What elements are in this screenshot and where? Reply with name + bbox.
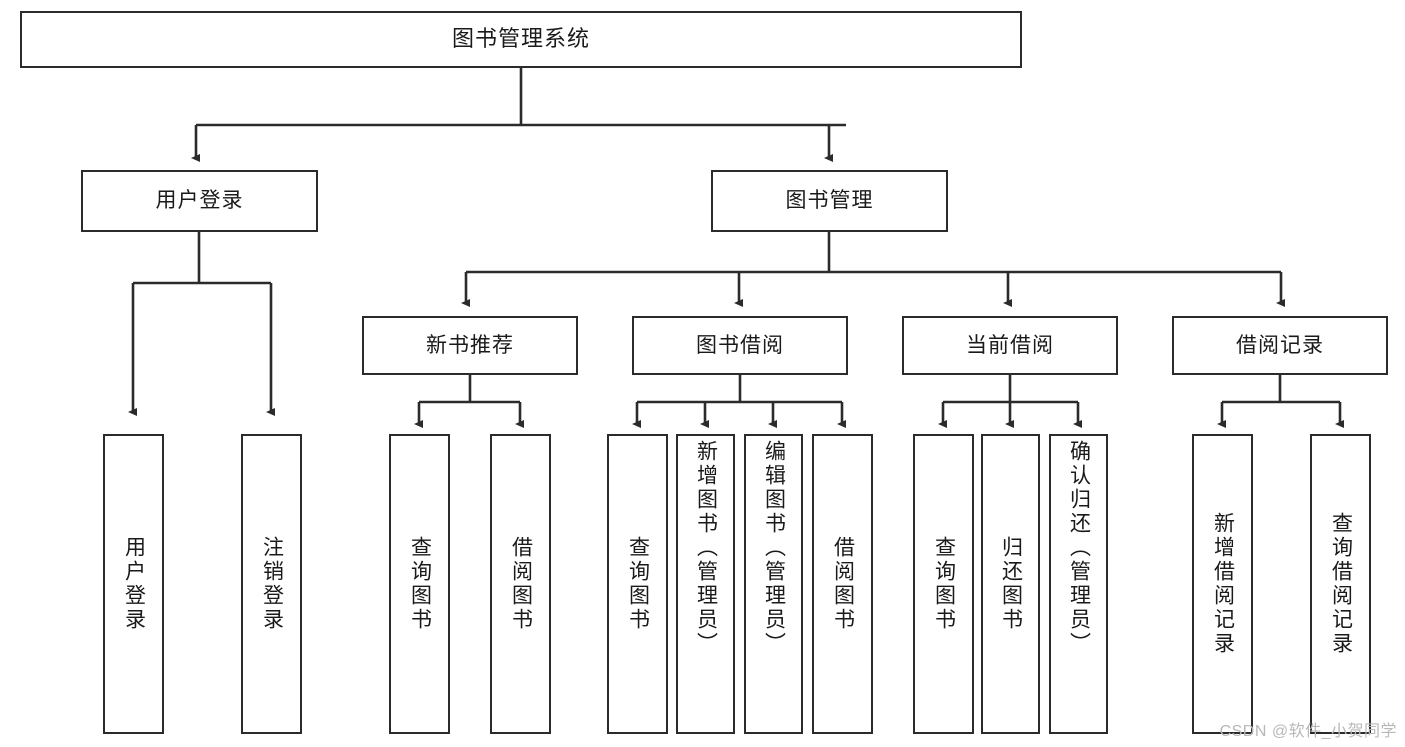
leaf-label: 借阅图书 bbox=[831, 536, 855, 632]
leaf-label: 编辑图书（管理员） bbox=[762, 440, 786, 656]
leaf-label: 查询图书 bbox=[626, 536, 650, 632]
leaf-label: 确认归还（管理员） bbox=[1067, 440, 1091, 656]
leaf-book-borrow-add[interactable]: 新增图书（管理员） bbox=[676, 434, 735, 734]
node-user-login[interactable]: 用户登录 bbox=[81, 170, 318, 232]
leaf-user-login-logout[interactable]: 注销登录 bbox=[241, 434, 302, 734]
leaf-user-login-login[interactable]: 用户登录 bbox=[103, 434, 164, 734]
leaf-current-borrow-query[interactable]: 查询图书 bbox=[913, 434, 974, 734]
leaf-current-borrow-confirm-return[interactable]: 确认归还（管理员） bbox=[1049, 434, 1108, 734]
leaf-book-borrow-query[interactable]: 查询图书 bbox=[607, 434, 668, 734]
leaf-new-book-borrow[interactable]: 借阅图书 bbox=[490, 434, 551, 734]
node-current-borrow[interactable]: 当前借阅 bbox=[902, 316, 1118, 375]
leaf-label: 查询图书 bbox=[408, 536, 432, 632]
leaf-borrow-records-add[interactable]: 新增借阅记录 bbox=[1192, 434, 1253, 734]
node-borrow-records[interactable]: 借阅记录 bbox=[1172, 316, 1388, 375]
leaf-borrow-records-query[interactable]: 查询借阅记录 bbox=[1310, 434, 1371, 734]
leaf-label: 借阅图书 bbox=[509, 536, 533, 632]
leaf-label: 注销登录 bbox=[260, 536, 284, 632]
leaf-book-borrow-borrow[interactable]: 借阅图书 bbox=[812, 434, 873, 734]
leaf-label: 用户登录 bbox=[122, 536, 146, 632]
leaf-new-book-query[interactable]: 查询图书 bbox=[389, 434, 450, 734]
leaf-current-borrow-return[interactable]: 归还图书 bbox=[981, 434, 1040, 734]
leaf-book-borrow-edit[interactable]: 编辑图书（管理员） bbox=[744, 434, 803, 734]
node-new-book-recommend[interactable]: 新书推荐 bbox=[362, 316, 578, 375]
node-book-management[interactable]: 图书管理 bbox=[711, 170, 948, 232]
node-root-system[interactable]: 图书管理系统 bbox=[20, 11, 1022, 68]
leaf-label: 归还图书 bbox=[999, 536, 1023, 632]
leaf-label: 查询借阅记录 bbox=[1329, 512, 1353, 656]
node-book-borrow[interactable]: 图书借阅 bbox=[632, 316, 848, 375]
leaf-label: 查询图书 bbox=[932, 536, 956, 632]
csdn-watermark: CSDN @软件_小贺同学 bbox=[1219, 723, 1397, 740]
leaf-label: 新增图书（管理员） bbox=[694, 440, 718, 656]
leaf-label: 新增借阅记录 bbox=[1211, 512, 1235, 656]
